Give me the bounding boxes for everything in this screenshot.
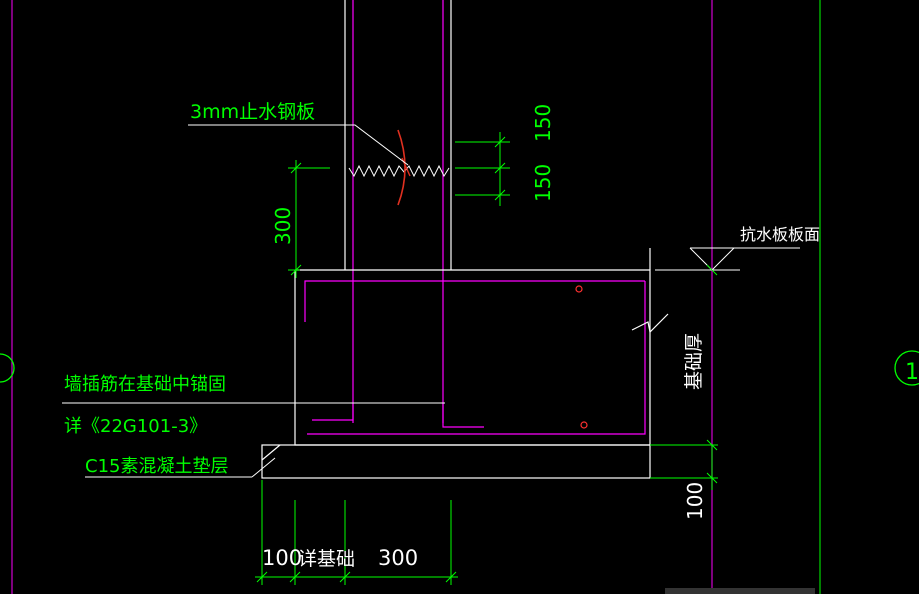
axis-bubble: 1: [894, 350, 919, 386]
dim-right-foundation: [650, 264, 718, 490]
dim-300-bottom: 300: [378, 546, 418, 570]
axis-bubble-label: 1: [905, 360, 919, 385]
dim-100-bottom: 100: [262, 546, 302, 570]
dim-right-wall: [455, 132, 510, 206]
dim-150-bottom: 150: [531, 164, 555, 202]
axis-bubble-left: [0, 353, 15, 383]
break-line: [631, 313, 669, 334]
dim-left-300: [288, 160, 330, 278]
anchor-label-1: 墙插筋在基础中锚固: [64, 374, 226, 395]
dim-100-right: 100: [683, 482, 707, 520]
foundation-rebar: [304, 280, 646, 435]
waterstop-label: 3mm止水钢板: [190, 101, 315, 123]
axis-lines: [11, 0, 821, 594]
foundation-thickness-label: 基础厚: [683, 333, 705, 390]
dim-bottom: [255, 480, 458, 585]
floor-face-label: 抗水板板面: [740, 225, 820, 244]
dim-150-top: 150: [531, 104, 555, 142]
dim-300-left: 300: [271, 207, 295, 245]
foundation: [261, 248, 651, 479]
waterstop: [348, 129, 450, 206]
anchor-label-2: 详《22G101-3》: [64, 416, 207, 437]
waterstop-leader: [188, 124, 409, 166]
bottom-detail-label: 详基础: [298, 548, 355, 570]
wall: [344, 0, 452, 270]
floor-face-symbol: [655, 247, 800, 271]
rebar-dots: [575, 285, 588, 429]
cushion-leader-tail: [251, 457, 276, 478]
cushion-label: C15素混凝土垫层: [85, 456, 228, 477]
bottom-strip: [665, 588, 815, 594]
wall-rebar: [312, 0, 484, 428]
